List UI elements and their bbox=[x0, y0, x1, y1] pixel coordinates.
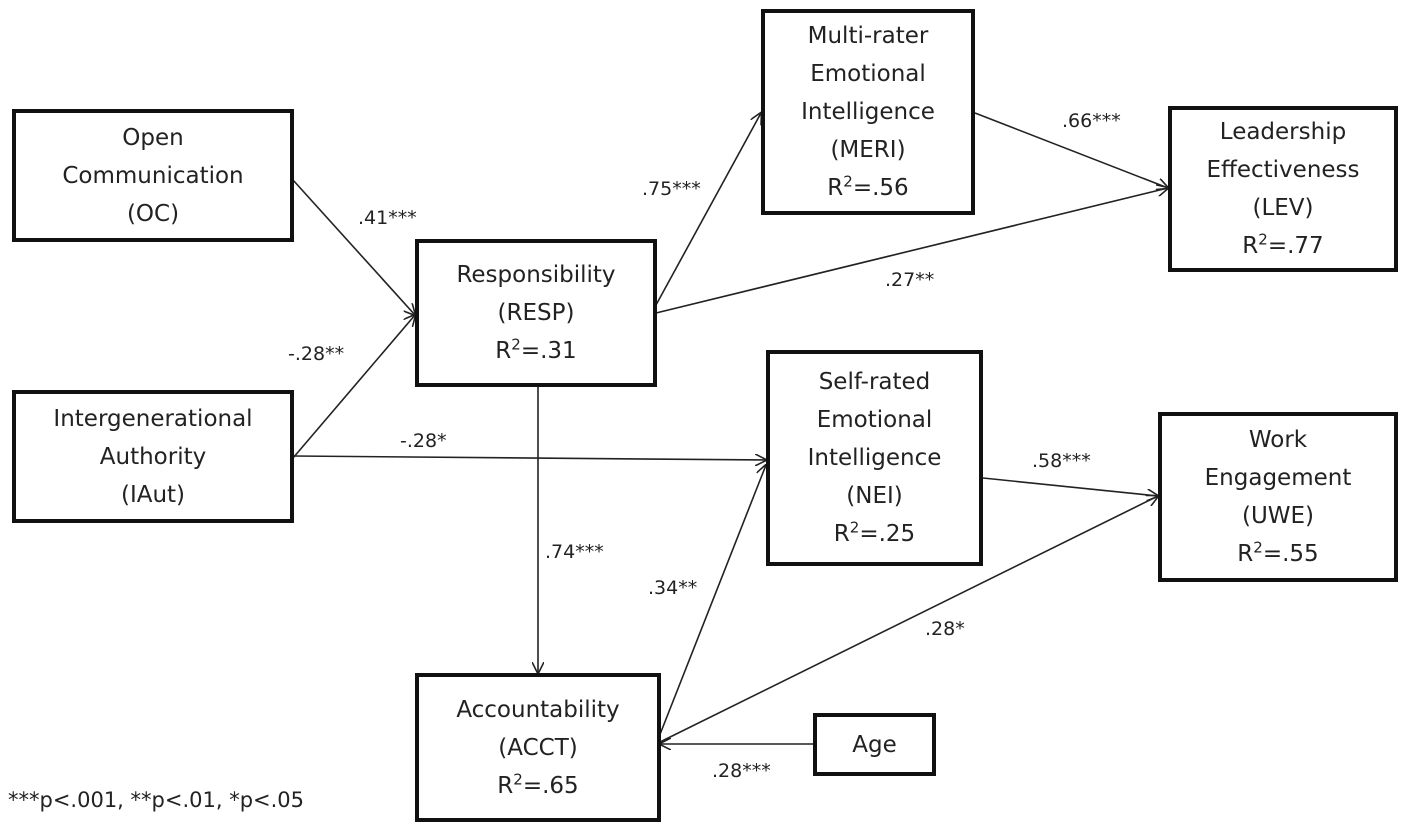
arrow-iaut-resp bbox=[292, 315, 415, 459]
node-uwe-line2: Engagement bbox=[1204, 465, 1352, 491]
node-nei-line1: Self-rated bbox=[818, 369, 931, 395]
node-multi-rater-emotional-intelligence: Multi-rater Emotional Intelligence (MERI… bbox=[761, 9, 975, 215]
coef-oc-resp: .41*** bbox=[358, 207, 417, 229]
node-leadership-effectiveness: Leadership Effectiveness (LEV) R2=.77 bbox=[1168, 106, 1398, 272]
arrow-nei-uwe bbox=[982, 477, 1158, 496]
node-oc-line2: Communication bbox=[62, 162, 244, 189]
coef-iaut-nei: -.28* bbox=[400, 430, 447, 452]
node-iaut-line2: Authority bbox=[99, 443, 207, 470]
arrow-meri-lev bbox=[974, 112, 1168, 188]
node-work-engagement: Work Engagement (UWE) R2=.55 bbox=[1158, 412, 1398, 582]
node-intergenerational-authority: Intergenerational Authority (IAut) bbox=[12, 390, 294, 523]
node-acct-line2: (ACCT) bbox=[498, 734, 578, 761]
r2-prefix: R bbox=[827, 175, 844, 201]
node-meri-r2: R2=.56 bbox=[827, 169, 908, 207]
node-lev-line3: (LEV) bbox=[1252, 195, 1314, 221]
node-oc-line3: (OC) bbox=[126, 200, 180, 227]
node-iaut-line1: Intergenerational bbox=[53, 405, 253, 432]
arrow-acct-uwe bbox=[659, 496, 1158, 743]
r2-superscript: 2 bbox=[511, 335, 521, 354]
r2-prefix: R bbox=[497, 772, 514, 799]
node-nei-line4: (NEI) bbox=[846, 483, 903, 509]
r2-superscript: 2 bbox=[1258, 230, 1268, 249]
node-uwe-line3: (UWE) bbox=[1241, 503, 1315, 529]
node-lev-r2: R2=.77 bbox=[1242, 227, 1323, 265]
coef-nei-uwe: .58*** bbox=[1032, 450, 1091, 472]
node-meri-r2-value: =.56 bbox=[852, 175, 909, 201]
r2-superscript: 2 bbox=[513, 769, 523, 788]
node-meri-line1: Multi-rater bbox=[807, 23, 929, 49]
node-iaut-line3: (IAut) bbox=[120, 481, 186, 508]
r2-prefix: R bbox=[1242, 233, 1259, 259]
coef-acct-nei: .34** bbox=[648, 577, 698, 599]
r2-prefix: R bbox=[1237, 541, 1254, 567]
coef-meri-lev: .66*** bbox=[1062, 110, 1121, 132]
node-uwe-r2-value: =.55 bbox=[1262, 541, 1319, 567]
node-uwe-r2: R2=.55 bbox=[1237, 535, 1318, 573]
node-resp-r2: R2=.31 bbox=[495, 332, 576, 370]
node-nei-r2-value: =.25 bbox=[859, 521, 916, 547]
arrow-resp-lev bbox=[655, 188, 1168, 314]
node-meri-line3: Intelligence bbox=[801, 99, 935, 125]
node-lev-line1: Leadership bbox=[1219, 119, 1347, 145]
coef-resp-lev: .27** bbox=[885, 269, 935, 291]
node-acct-r2: R2=.65 bbox=[497, 767, 578, 805]
node-age: Age bbox=[813, 713, 936, 776]
node-resp-line2: (RESP) bbox=[497, 300, 575, 326]
coef-resp-meri: .75*** bbox=[642, 178, 701, 200]
node-meri-line2: Emotional bbox=[810, 61, 926, 87]
node-acct-line1: Accountability bbox=[456, 696, 620, 723]
node-meri-line4: (MERI) bbox=[830, 137, 906, 163]
node-oc-line1: Open bbox=[122, 124, 184, 151]
node-self-rated-emotional-intelligence: Self-rated Emotional Intelligence (NEI) … bbox=[766, 350, 983, 566]
r2-superscript: 2 bbox=[1253, 538, 1263, 557]
r2-prefix: R bbox=[833, 521, 850, 547]
coef-acct-uwe: .28* bbox=[925, 618, 965, 640]
arrow-resp-meri bbox=[655, 113, 761, 306]
r2-superscript: 2 bbox=[849, 518, 860, 537]
node-uwe-line1: Work bbox=[1248, 427, 1308, 453]
node-age-label: Age bbox=[852, 731, 897, 758]
node-accountability: Accountability (ACCT) R2=.65 bbox=[415, 673, 661, 822]
node-lev-r2-value: =.77 bbox=[1267, 233, 1324, 259]
node-nei-line2: Emotional bbox=[816, 407, 933, 433]
coef-age-acct: .28*** bbox=[712, 760, 771, 782]
node-open-communication: Open Communication (OC) bbox=[12, 109, 294, 242]
node-resp-r2-value: =.31 bbox=[520, 338, 577, 364]
node-nei-line3: Intelligence bbox=[807, 445, 942, 471]
node-nei-r2: R2=.25 bbox=[834, 515, 915, 553]
arrow-iaut-nei bbox=[292, 456, 766, 460]
coef-resp-acct: .74*** bbox=[545, 541, 604, 563]
node-resp-line1: Responsibility bbox=[456, 262, 616, 288]
r2-prefix: R bbox=[495, 338, 512, 364]
arrow-oc-resp bbox=[292, 179, 415, 315]
r2-superscript: 2 bbox=[843, 172, 853, 191]
node-lev-line2: Effectiveness bbox=[1206, 157, 1360, 183]
node-acct-r2-value: =.65 bbox=[522, 772, 579, 799]
significance-footnote: ***p<.001, **p<.01, *p<.05 bbox=[8, 788, 305, 812]
node-responsibility: Responsibility (RESP) R2=.31 bbox=[415, 239, 657, 387]
coef-iaut-resp: -.28** bbox=[288, 343, 345, 365]
arrow-acct-nei bbox=[656, 465, 766, 743]
